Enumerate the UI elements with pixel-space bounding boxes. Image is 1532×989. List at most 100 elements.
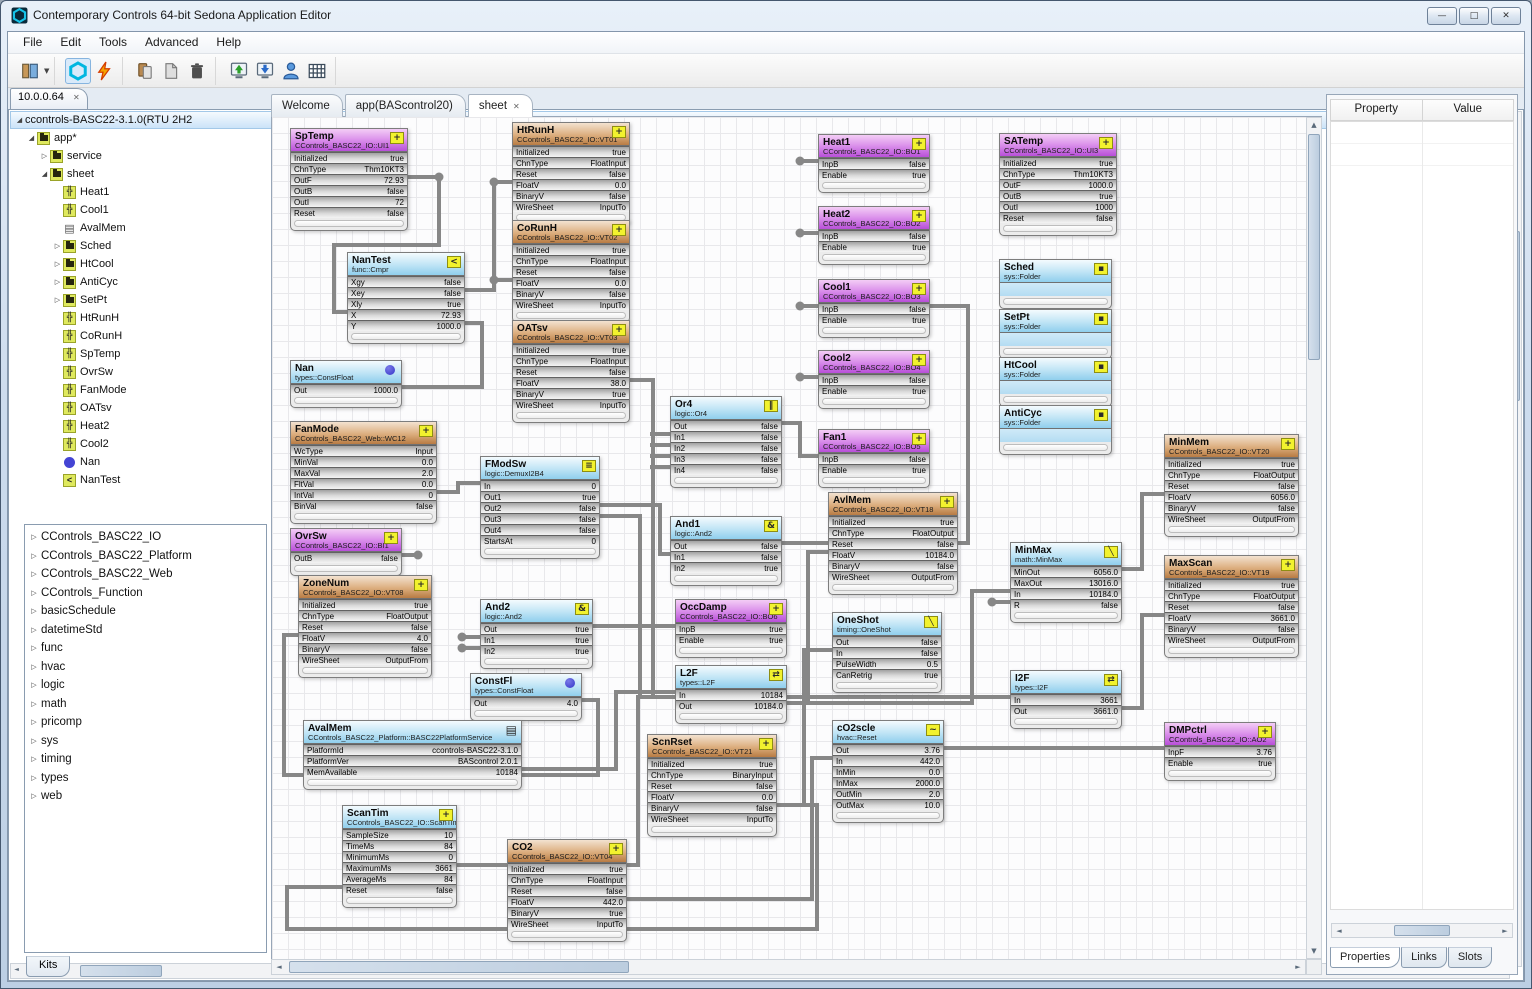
- tab-close-icon[interactable]: ✕: [513, 101, 520, 111]
- expander-icon[interactable]: ▷: [31, 607, 37, 616]
- scroll-up-icon[interactable]: ▲: [1311, 121, 1317, 129]
- expander-icon[interactable]: ▷: [31, 588, 37, 597]
- value-column-header[interactable]: Value: [1422, 99, 1514, 121]
- expander-icon[interactable]: ▷: [54, 296, 61, 304]
- kit-item-types[interactable]: ▷types: [27, 769, 264, 788]
- tab-close-icon[interactable]: ✕: [72, 93, 80, 102]
- put-to-controller-button[interactable]: [226, 58, 252, 84]
- expander-icon[interactable]: ▷: [41, 152, 48, 160]
- expander-icon[interactable]: ▷: [31, 755, 37, 764]
- canvas-vertical-scrollbar[interactable]: ▲ ▼: [1306, 117, 1322, 959]
- menu-item-advanced[interactable]: Advanced: [145, 35, 199, 49]
- tree-item-NanTest[interactable]: <NanTest: [10, 471, 1510, 489]
- scrollbar-track[interactable]: [1346, 924, 1498, 937]
- tree-item-HtCool[interactable]: ▷HtCool: [10, 255, 1510, 273]
- copy-button[interactable]: [132, 58, 158, 84]
- kit-item-CControls_Function[interactable]: ▷CControls_Function: [27, 584, 264, 603]
- view-selector-caret-icon[interactable]: ▼: [44, 67, 50, 75]
- titlebar[interactable]: Contemporary Controls 64-bit Sedona Appl…: [1, 1, 1531, 31]
- expander-icon[interactable]: ▷: [31, 551, 37, 560]
- expander-icon[interactable]: ▷: [31, 773, 37, 782]
- kit-item-logic[interactable]: ▷logic: [27, 676, 264, 695]
- user-accounts-button[interactable]: [278, 58, 304, 84]
- tree-item-sheet[interactable]: ◢sheet: [10, 165, 1510, 183]
- expander-icon[interactable]: ◢: [16, 116, 23, 124]
- properties-horizontal-scrollbar[interactable]: ◄ ►: [1331, 923, 1513, 938]
- editor-tab-appBAScontrol20[interactable]: app(BAScontrol20): [344, 94, 466, 117]
- minimize-button[interactable]: —: [1427, 7, 1457, 25]
- tree-item-Cool2[interactable]: ╬Cool2: [10, 435, 1510, 453]
- tree-item-AntiCyc[interactable]: ▷AntiCyc: [10, 273, 1510, 291]
- tree-item-OvrSw[interactable]: ╬OvrSw: [10, 363, 1510, 381]
- scroll-down-icon[interactable]: ▼: [1311, 947, 1317, 955]
- tree-item-AvalMem[interactable]: ▤AvalMem: [10, 219, 1510, 237]
- expander-icon[interactable]: ▷: [31, 699, 37, 708]
- expander-icon[interactable]: ▷: [54, 242, 61, 250]
- menu-item-file[interactable]: File: [23, 35, 43, 49]
